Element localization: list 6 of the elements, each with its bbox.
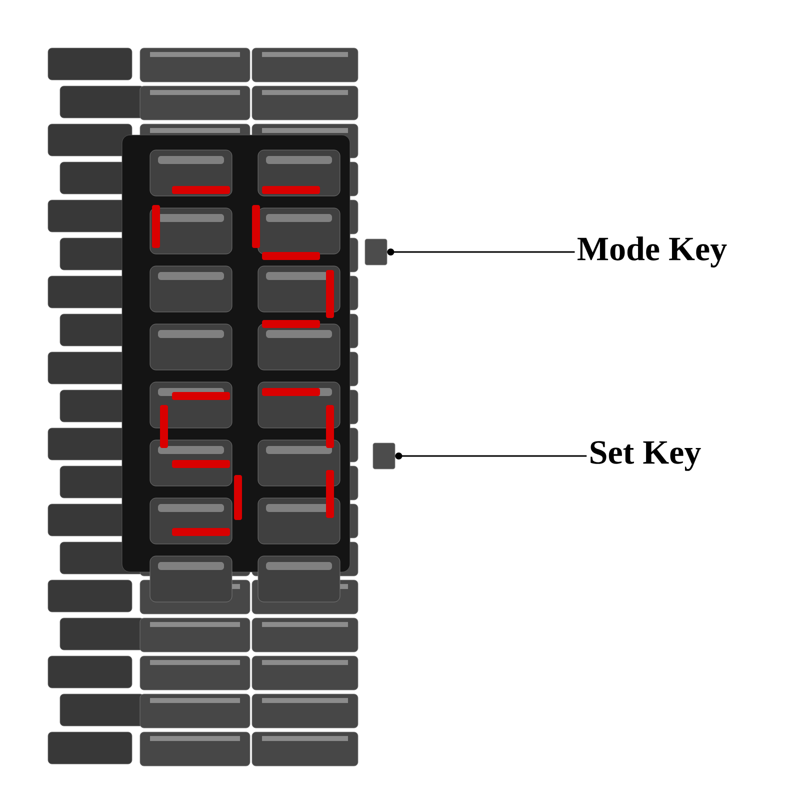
leader-line xyxy=(395,452,587,460)
key-label: Mode Key xyxy=(578,236,727,268)
side-button xyxy=(372,442,396,470)
key-label: Set Key xyxy=(590,441,701,471)
side-button xyxy=(364,238,388,266)
leader-line xyxy=(387,248,575,256)
